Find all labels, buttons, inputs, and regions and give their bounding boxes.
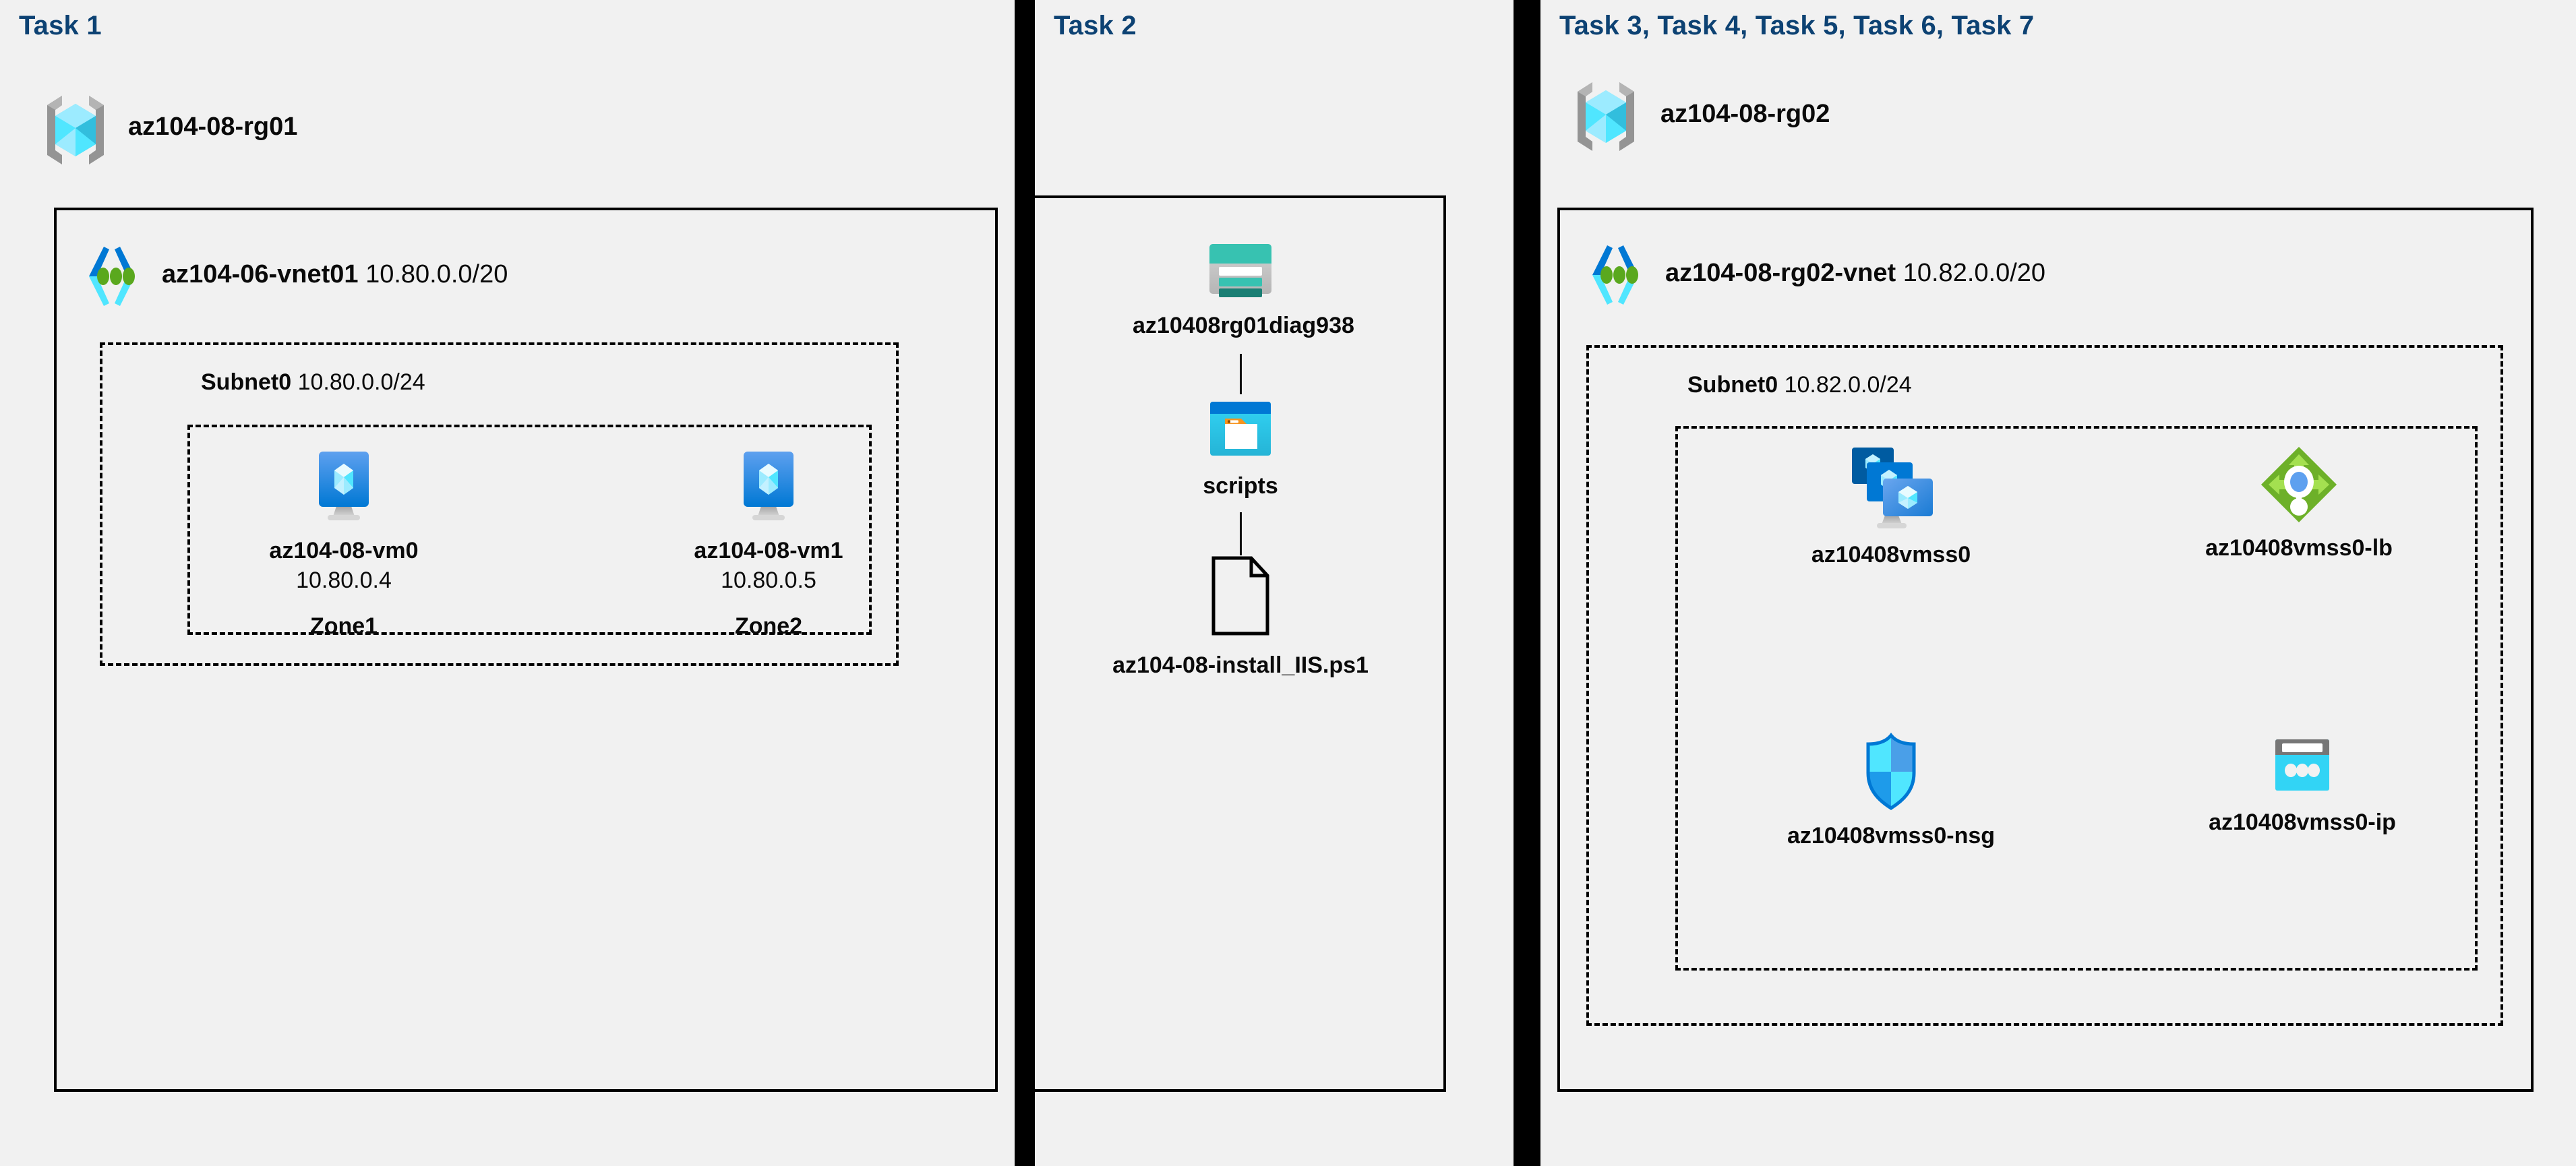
script-file-node[interactable]: az104-08-install_IIS.ps1 [1106,555,1375,680]
subnet-label: Subnet0 10.82.0.0/24 [1687,372,1912,398]
vnet-box [1557,208,2534,1092]
vm-name: az104-08-vm1 [694,538,843,563]
public-ip-address-name: az10408vmss0-ip [2209,809,2396,835]
vm-scale-set-icon [1847,445,1936,531]
vm-ip: 10.80.0.5 [721,567,816,593]
task-2-title: Task 2 [1054,11,1137,40]
task-1-title: Task 1 [19,11,102,40]
public-ip-address-icon [2269,731,2336,799]
blob-container-name: scripts [1203,473,1278,499]
panel-task-1: Task 1 az104-08-rg01 az10 [0,0,1015,1166]
public-ip-address-node[interactable]: az10408vmss0-ip [2181,731,2424,837]
task-3-to-7-title: Task 3, Task 4, Task 5, Task 6, Task 7 [1559,11,2035,40]
vnet-cidr: 10.82.0.0/20 [1903,259,2046,287]
network-security-group-node[interactable]: az10408vmss0-nsg [1749,731,2033,851]
vnet-box [54,208,998,1092]
availability-zone-box [187,425,872,635]
virtual-network-icon [74,243,150,310]
virtual-network-icon [1578,241,1653,309]
network-security-group-icon [1857,731,1925,812]
subnet-cidr: 10.82.0.0/24 [1784,372,1912,398]
vnet-name: az104-08-rg02-vnet [1665,259,1896,287]
panel-task-2: Task 2 az10408rg01diag938 [1035,0,1514,1166]
vnet-label: az104-06-vnet01 10.80.0.0/20 [162,260,508,289]
subnet-box [1586,345,2503,1026]
storage-account-icon [1208,236,1273,301]
connector-line [1240,512,1242,555]
network-security-group-name: az10408vmss0-nsg [1787,823,1996,849]
vm-ip: 10.80.0.4 [296,567,392,593]
vm-node[interactable]: az104-08-vm1 10.80.0.5 Zone2 [688,450,849,640]
connector-line [1240,354,1242,394]
vm-node[interactable]: az104-08-vm0 10.80.0.4 Zone1 [263,450,425,640]
resource-group-label: az104-08-rg02 [1660,100,1830,128]
script-file-icon [1207,555,1274,636]
script-file-name: az104-08-install_IIS.ps1 [1112,652,1369,678]
vm-name: az104-08-vm0 [269,538,419,563]
vnet-name: az104-06-vnet01 [162,260,359,288]
panel-divider [1015,0,1035,1166]
resource-group-label: az104-08-rg01 [128,113,298,141]
virtual-machine-icon [735,450,802,524]
vnet-cidr: 10.80.0.0/20 [365,260,508,288]
vm-scale-set-name: az10408vmss0 [1811,542,1971,567]
blob-container-node[interactable]: scripts [1160,396,1321,501]
subnet-box [100,342,899,666]
vnet-label: az104-08-rg02-vnet 10.82.0.0/20 [1665,259,2045,288]
load-balancer-node[interactable]: az10408vmss0-lb [2164,445,2434,563]
resource-group-icon [40,93,111,167]
storage-account-node[interactable]: az10408rg01diag938 [1133,236,1354,340]
subnet-name: Subnet0 [201,369,292,395]
vm-scale-set-node[interactable]: az10408vmss0 [1770,445,2012,570]
vm-zone: Zone2 [734,613,803,640]
subnet-cidr: 10.80.0.0/24 [297,369,425,395]
panel-divider [1514,0,1540,1166]
storage-account-name: az10408rg01diag938 [1133,313,1354,338]
virtual-machine-icon [310,450,378,524]
subnet-label: Subnet0 10.80.0.0/24 [201,369,425,396]
blob-container-icon [1208,396,1273,461]
vm-zone: Zone1 [309,613,378,640]
resource-group-icon [1571,80,1641,154]
load-balancer-name: az10408vmss0-lb [2205,535,2393,561]
load-balancer-icon [2259,445,2339,524]
subnet-name: Subnet0 [1687,372,1778,398]
subnet-resources-box [1675,426,2478,971]
task2-content-box [1035,195,1446,1092]
panel-task-3-to-7: Task 3, Task 4, Task 5, Task 6, Task 7 a… [1540,0,2576,1166]
